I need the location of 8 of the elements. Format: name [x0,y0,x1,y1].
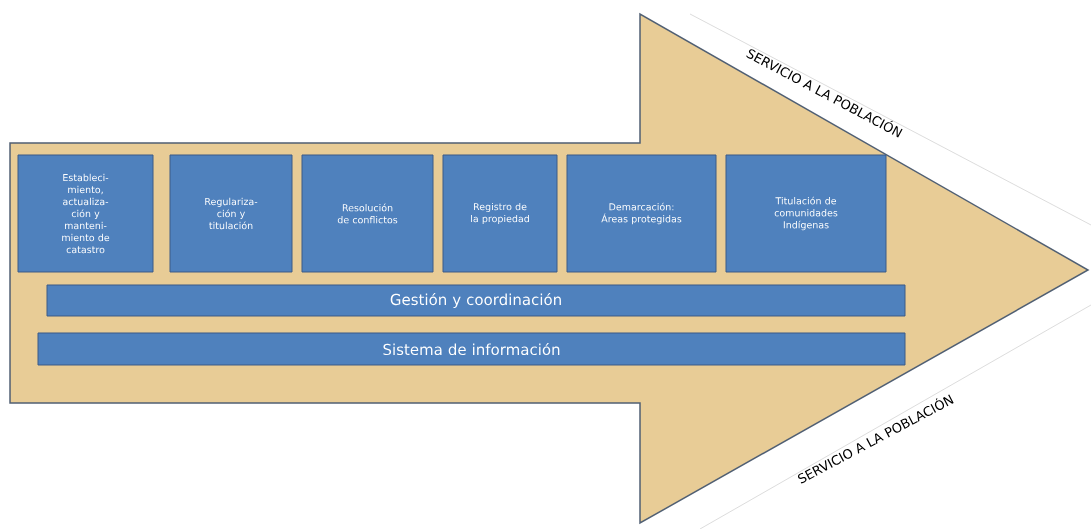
process-box: Registro de la propiedad [442,154,558,273]
process-box: Estableci- miento, actualiza- ción y manteni- miento de catastro [17,154,154,273]
process-box: Resolución de conflictos [301,154,434,273]
process-box: Demarcación: Áreas protegidas [566,154,717,273]
process-box: Regulariza- ción y titulación [169,154,293,273]
process-box: Titulación de comunidades Indígenas [725,154,887,273]
bar: Gestión y coordinación [46,284,906,317]
bar: Sistema de información [37,332,906,366]
